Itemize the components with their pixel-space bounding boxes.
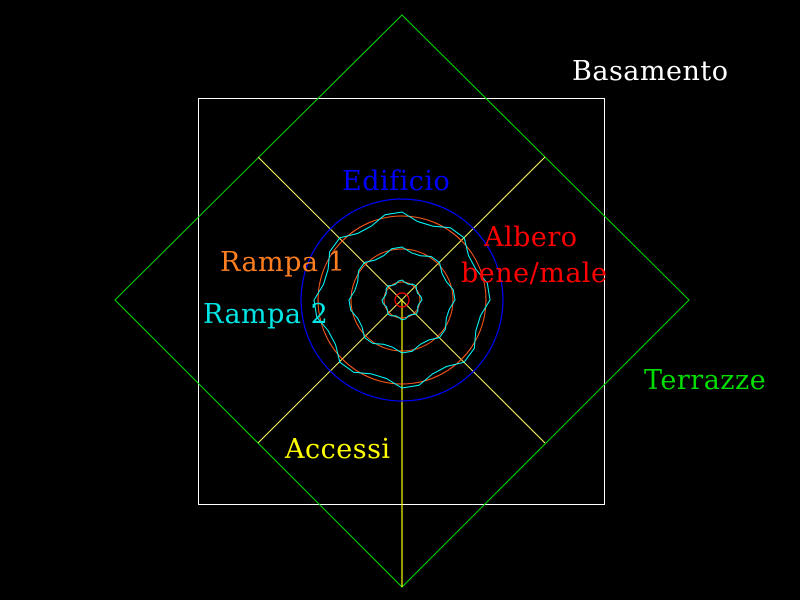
rampa1-circle-inner (383, 281, 421, 319)
albero-circle (394, 292, 410, 308)
label-accessi: Accessi (285, 434, 391, 465)
label-terrazze: Terrazze (644, 365, 767, 396)
rampa1-circle-outer (317, 215, 487, 385)
label-rampa1: Rampa 1 (220, 247, 346, 278)
label-albero-1: Albero (484, 222, 578, 253)
rampa2-ring-outer (313, 211, 491, 389)
label-basamento: Basamento (572, 56, 729, 87)
rampa1-circle-mid (350, 248, 454, 352)
rampa2-ring-mid (348, 246, 456, 354)
edificio-circle (300, 198, 504, 402)
label-albero-2: bene/male (461, 258, 608, 289)
label-rampa2: Rampa 2 (203, 299, 329, 330)
rampa2-ring-inner (381, 279, 423, 321)
label-edificio: Edificio (342, 166, 451, 197)
